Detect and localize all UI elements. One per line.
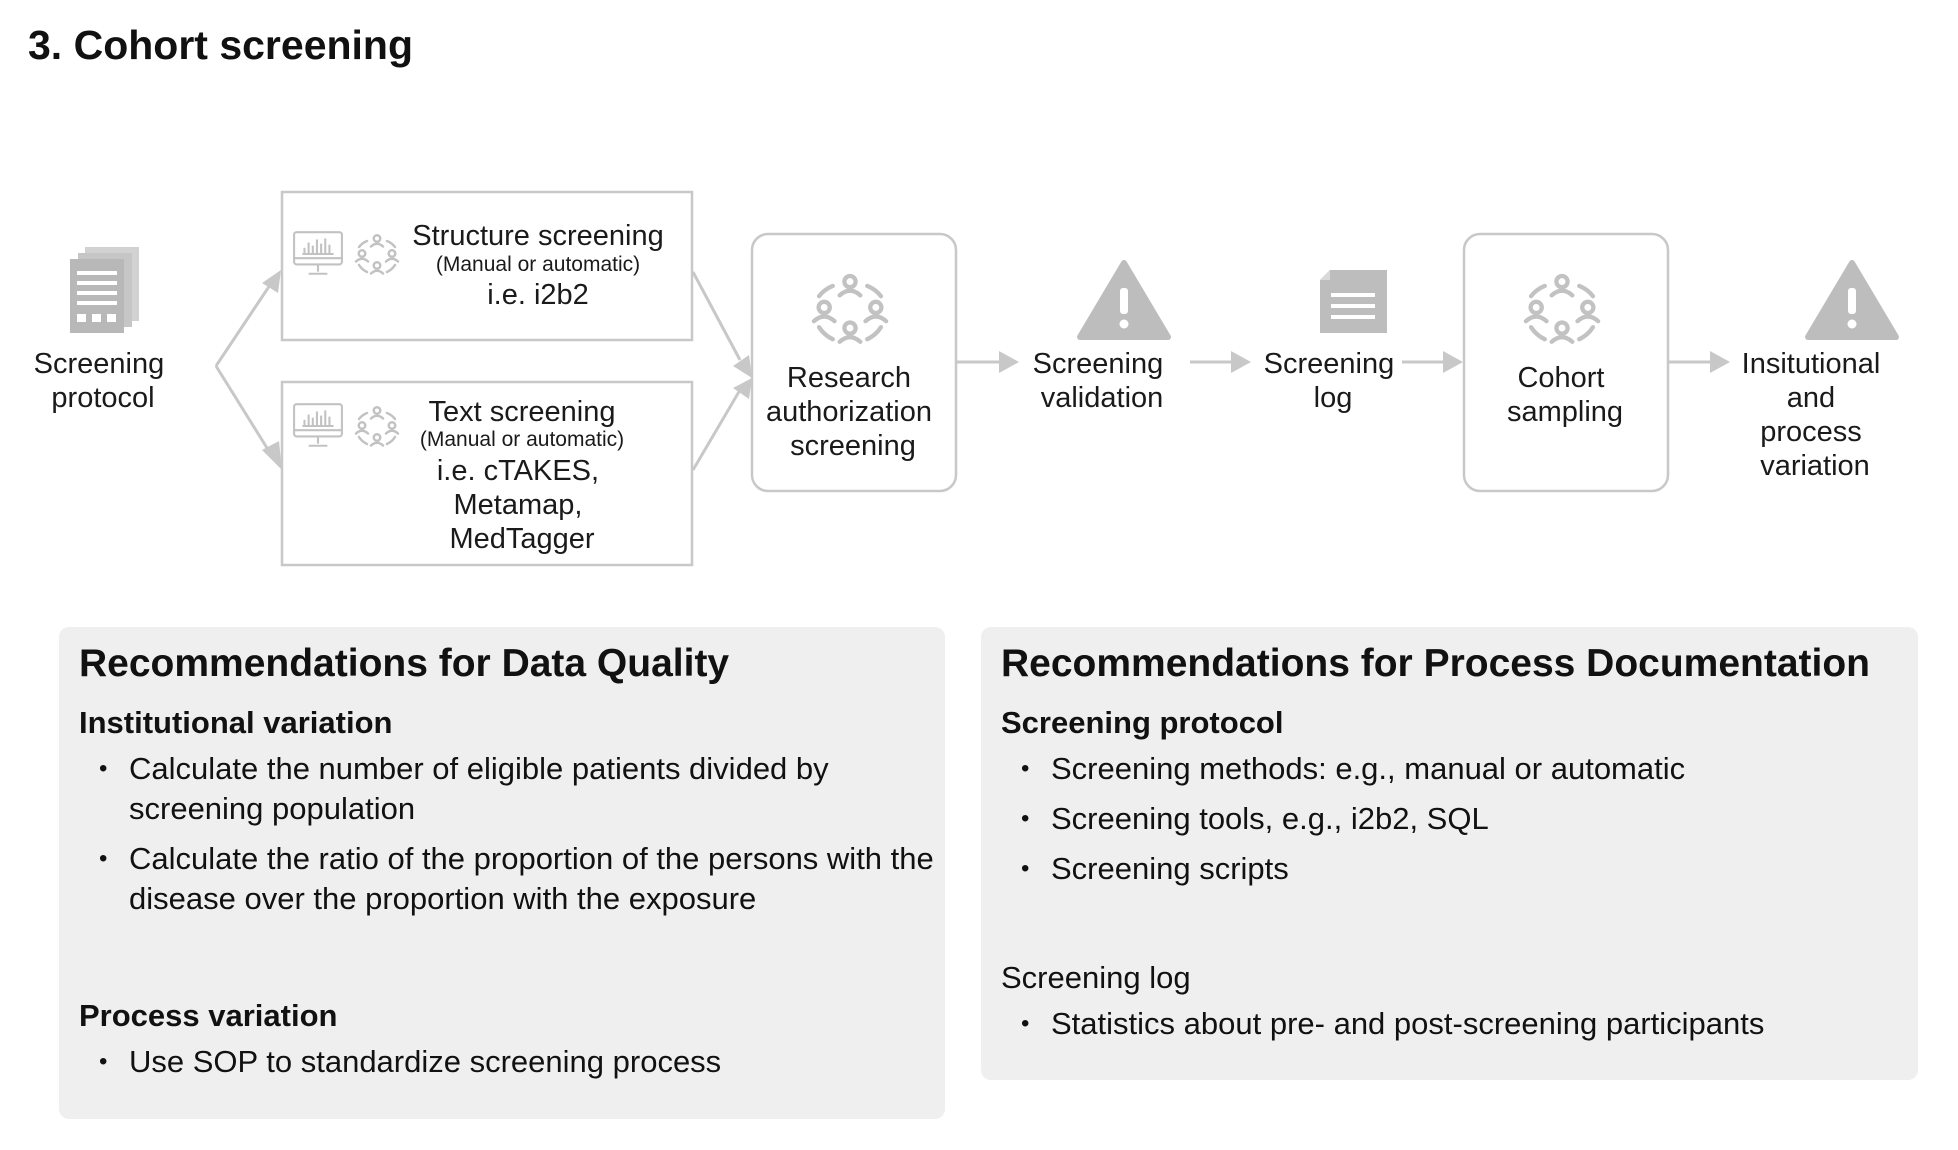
list-item: Use SOP to standardize screening process	[79, 1042, 945, 1082]
screening-validation-node: Screening validation	[1033, 260, 1172, 414]
screening-validation-line: validation	[1041, 382, 1164, 414]
screening-log-list: Statistics about pre- and post-screening…	[1001, 1004, 1918, 1044]
research-authorization-line: screening	[790, 430, 916, 462]
screening-protocol-node: Screening protocol	[34, 247, 173, 414]
screening-protocol-heading: Screening protocol	[1001, 704, 1284, 740]
warning-icon	[1805, 260, 1899, 340]
institutional-variation-line: process	[1760, 416, 1862, 448]
page-title: 3. Cohort screening	[28, 22, 414, 68]
text-screening-title: Text screening	[429, 396, 616, 428]
screening-log-label: Screening log	[1264, 348, 1403, 414]
screening-validation-line: Screening	[1033, 348, 1164, 380]
documents-stack-icon	[70, 247, 139, 333]
cohort-sampling-line: sampling	[1507, 396, 1623, 428]
branch-arrow-down	[214, 365, 274, 457]
cohort-sampling-line: Cohort	[1517, 362, 1604, 394]
list-item: Screening tools, e.g., i2b2, SQL	[1001, 799, 1918, 839]
screening-protocol-label: Screening protocol	[34, 348, 173, 414]
flow-arrows	[957, 351, 1730, 373]
merge-arrow-top	[691, 271, 742, 361]
structure-screening-title: Structure screening	[412, 220, 663, 252]
list-item: Screening methods: e.g., manual or autom…	[1001, 749, 1918, 789]
institutional-variation-list: Calculate the number of eligible patient…	[79, 749, 945, 919]
institutional-variation-label: Insitutional and process variation	[1742, 348, 1889, 482]
text-screening-box: Text screening (Manual or automatic) i.e…	[280, 380, 694, 567]
text-screening-example-line: MedTagger	[449, 523, 594, 555]
research-authorization-label: Research authorization screening	[766, 362, 940, 462]
screening-log-heading: Screening log	[1001, 959, 1191, 995]
cohort-sampling-node: Cohort sampling	[1462, 232, 1670, 493]
spacer	[79, 929, 945, 997]
list-item: Screening scripts	[1001, 849, 1918, 889]
structure-screening-example: i.e. i2b2	[487, 279, 589, 311]
screening-protocol-line: Screening	[34, 348, 165, 380]
text-screening-example-line: Metamap,	[453, 489, 582, 521]
institutional-variation-line: and	[1787, 382, 1835, 414]
research-authorization-node: Research authorization screening	[750, 232, 958, 493]
screening-log-line: log	[1314, 382, 1353, 414]
process-documentation-heading: Recommendations for Process Documentatio…	[1001, 642, 1871, 685]
institutional-variation-line: variation	[1760, 450, 1870, 482]
spacer	[1001, 899, 1918, 959]
document-icon	[1320, 270, 1387, 333]
screening-protocol-list: Screening methods: e.g., manual or autom…	[1001, 749, 1918, 889]
data-quality-heading: Recommendations for Data Quality	[79, 642, 730, 685]
process-variation-list: Use SOP to standardize screening process	[79, 1042, 945, 1082]
branch-arrow-up	[214, 281, 274, 367]
research-authorization-line: authorization	[766, 396, 932, 428]
structure-screening-subtitle: (Manual or automatic)	[436, 253, 640, 276]
research-authorization-line: Research	[787, 362, 911, 394]
institutional-variation-heading: Institutional variation	[79, 704, 393, 740]
text-screening-examples: i.e. cTAKES, Metamap, MedTagger	[437, 455, 607, 555]
screening-validation-label: Screening validation	[1033, 348, 1172, 414]
institutional-variation-line: Insitutional	[1742, 348, 1881, 380]
process-documentation-panel: Recommendations for Process Documentatio…	[981, 627, 1918, 1080]
process-variation-heading: Process variation	[79, 997, 338, 1033]
list-item: Statistics about pre- and post-screening…	[1001, 1004, 1918, 1044]
cohort-sampling-label: Cohort sampling	[1507, 362, 1623, 428]
screening-protocol-line: protocol	[51, 382, 154, 414]
list-item: Calculate the ratio of the proportion of…	[79, 839, 945, 919]
merge-arrow-bottom	[691, 389, 742, 471]
data-quality-panel: Recommendations for Data Quality Institu…	[59, 627, 945, 1119]
warning-icon	[1077, 260, 1171, 340]
list-item: Calculate the number of eligible patient…	[79, 749, 945, 829]
screening-log-node: Screening log	[1264, 270, 1403, 414]
text-screening-example-line: i.e. cTAKES,	[437, 455, 599, 487]
branch-arrows	[214, 270, 752, 471]
structure-screening-box: Structure screening (Manual or automatic…	[280, 190, 694, 342]
institutional-variation-node: Insitutional and process variation	[1742, 260, 1899, 482]
screening-log-line: Screening	[1264, 348, 1395, 380]
cohort-screening-flow-diagram: Screening protocol Structure screening (…	[34, 190, 1899, 567]
text-screening-subtitle: (Manual or automatic)	[420, 428, 624, 451]
